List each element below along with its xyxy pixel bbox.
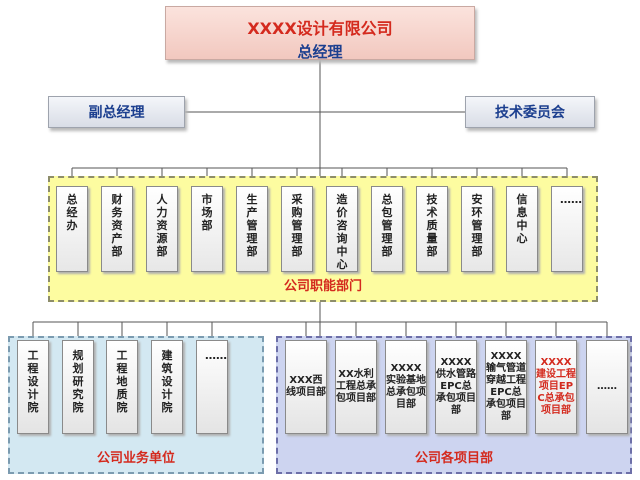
dept-label: 技术质量部 xyxy=(426,193,438,258)
dept-box: 人力资源部 xyxy=(146,186,178,272)
project-box: XXXX供水管路EPC总承包项目部 xyxy=(435,340,477,434)
project-box: XXXX建设工程项目EPC总承包项目部 xyxy=(535,340,577,434)
dept-box: 总包管理部 xyxy=(371,186,403,272)
project-departments-label: 公司各项目部 xyxy=(414,451,493,466)
dept-box: 信息中心 xyxy=(506,186,538,272)
project-box: XXXX输气管道穿越工程EPC总承包项目部 xyxy=(485,340,527,434)
dept-box: …… xyxy=(551,186,583,272)
project-box: XX水利工程总承包项目部 xyxy=(335,340,377,434)
general-manager-box: XXXX设计有限公司 总经理 xyxy=(165,6,475,61)
dept-label: 市场部 xyxy=(201,193,213,232)
company-name: XXXX设计有限公司 xyxy=(247,19,393,38)
dept-box: 安环管理部 xyxy=(461,186,493,272)
business-unit-label: 工程地质院 xyxy=(116,349,128,414)
dept-box: 采购管理部 xyxy=(281,186,313,272)
dept-label: 总包管理部 xyxy=(381,193,393,258)
business-unit-box: 工程地质院 xyxy=(106,340,138,434)
dept-label: 人力资源部 xyxy=(156,193,168,258)
business-unit-label: 规划研究院 xyxy=(72,349,84,414)
dept-box: 总经办 xyxy=(56,186,88,272)
dept-label: 总经办 xyxy=(66,193,78,232)
dept-label: 信息中心 xyxy=(516,193,528,245)
business-unit-box: …… xyxy=(196,340,228,434)
project-label: XXXX实验基地总承包项目部 xyxy=(386,363,426,410)
business-unit-box: 建筑设计院 xyxy=(151,340,183,434)
business-unit-label: …… xyxy=(205,349,227,362)
business-unit-label: 工程设计院 xyxy=(27,349,39,414)
project-label: XXXX供水管路EPC总承包项目部 xyxy=(436,357,476,416)
dept-label: …… xyxy=(560,193,582,206)
deputy-manager-label: 副总经理 xyxy=(88,105,145,121)
deputy-manager-box: 副总经理 xyxy=(48,96,185,128)
business-unit-label: 建筑设计院 xyxy=(161,349,173,414)
business-unit-box: 规划研究院 xyxy=(62,340,94,434)
technical-committee-box: 技术委员会 xyxy=(465,96,595,128)
dept-label: 财务资产部 xyxy=(111,193,123,258)
dept-box: 技术质量部 xyxy=(416,186,448,272)
dept-label: 造价咨询中心 xyxy=(336,193,348,271)
project-box: …… xyxy=(586,340,628,434)
project-label: XXXX输气管道穿越工程EPC总承包项目部 xyxy=(486,351,526,422)
general-manager-title: 总经理 xyxy=(297,43,343,61)
project-box: XXXX实验基地总承包项目部 xyxy=(385,340,427,434)
dept-box: 市场部 xyxy=(191,186,223,272)
business-unit-box: 工程设计院 xyxy=(17,340,49,434)
dept-label: 生产管理部 xyxy=(246,193,258,258)
dept-box: 生产管理部 xyxy=(236,186,268,272)
dept-box: 财务资产部 xyxy=(101,186,133,272)
project-label: …… xyxy=(597,381,617,392)
project-label: XXX西线项目部 xyxy=(286,375,326,398)
project-box: XXX西线项目部 xyxy=(285,340,327,434)
project-label: XX水利工程总承包项目部 xyxy=(336,369,376,404)
dept-label: 采购管理部 xyxy=(291,193,303,258)
technical-committee-label: 技术委员会 xyxy=(495,105,565,121)
dept-box: 造价咨询中心 xyxy=(326,186,358,272)
business-units-label: 公司业务单位 xyxy=(96,451,175,466)
project-label: XXXX建设工程项目EPC总承包项目部 xyxy=(536,357,576,416)
dept-label: 安环管理部 xyxy=(471,193,483,258)
functional-departments-label: 公司职能部门 xyxy=(283,279,362,294)
